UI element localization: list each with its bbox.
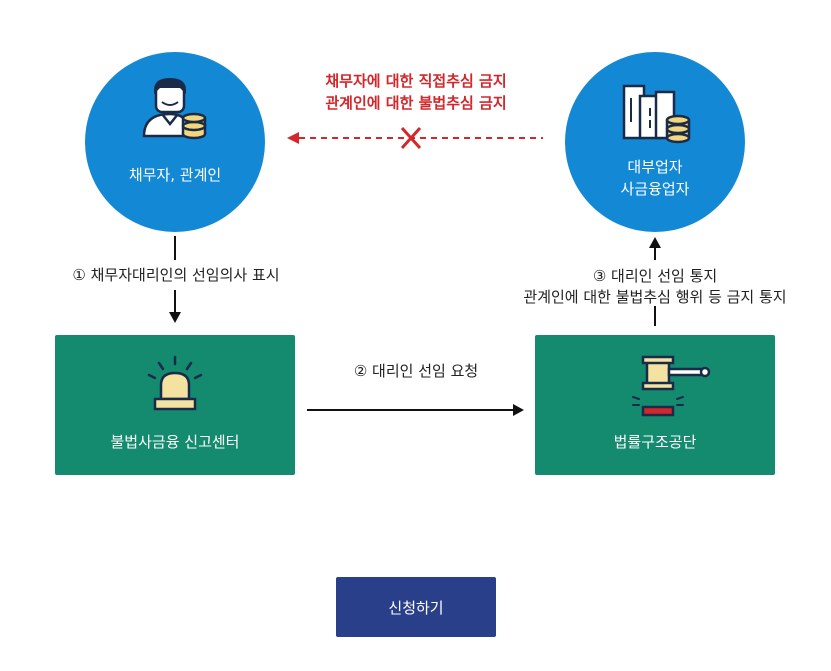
lender-label-line2: 사금융업자 <box>620 180 690 198</box>
report-center-node: 불법사금융 신고센터 <box>55 335 295 475</box>
lender-node: 대부업자 사금융업자 <box>565 52 745 232</box>
prohibited-dashed-arrow <box>287 126 543 150</box>
report-center-label: 불법사금융 신고센터 <box>110 433 240 451</box>
step1-line-top <box>174 236 176 260</box>
step2-arrowhead <box>513 404 524 416</box>
debtor-node: 채무자, 관계인 <box>85 52 265 232</box>
lender-label-line1: 대부업자 <box>627 158 683 176</box>
step3-label-line1: ③ 대리인 선임 통지 <box>592 267 718 285</box>
apply-button[interactable]: 신청하기 <box>336 577 496 637</box>
prohibition-text: 채무자에 대한 직접추심 금지 관계인에 대한 불법추심 금지 <box>286 70 546 114</box>
step1-label: ① 채무자대리인의 선임의사 표시 <box>72 266 280 284</box>
cross-icon <box>400 126 422 150</box>
step3-label-line2: 관계인에 대한 불법추심 행위 등 금지 통지 <box>523 288 787 306</box>
step2-line <box>307 409 515 411</box>
step3-arrowhead <box>649 237 661 248</box>
buildings-with-coins-icon <box>622 84 691 144</box>
step1-line-bottom <box>174 290 176 314</box>
step3-line-top <box>654 246 656 260</box>
step3-line-bottom <box>654 306 656 326</box>
prohibition-line1: 채무자에 대한 직접추심 금지 <box>325 72 507 90</box>
debtor-with-coins-icon <box>142 78 207 140</box>
siren-icon <box>147 355 203 411</box>
step2-label: ② 대리인 선임 요청 <box>353 362 479 380</box>
legal-aid-label: 법률구조공단 <box>613 433 697 451</box>
gavel-icon <box>632 355 711 417</box>
debtor-label: 채무자, 관계인 <box>128 166 222 184</box>
step1-arrowhead <box>169 312 181 323</box>
prohibition-line2: 관계인에 대한 불법추심 금지 <box>325 94 507 112</box>
legal-aid-node: 법률구조공단 <box>535 335 775 475</box>
